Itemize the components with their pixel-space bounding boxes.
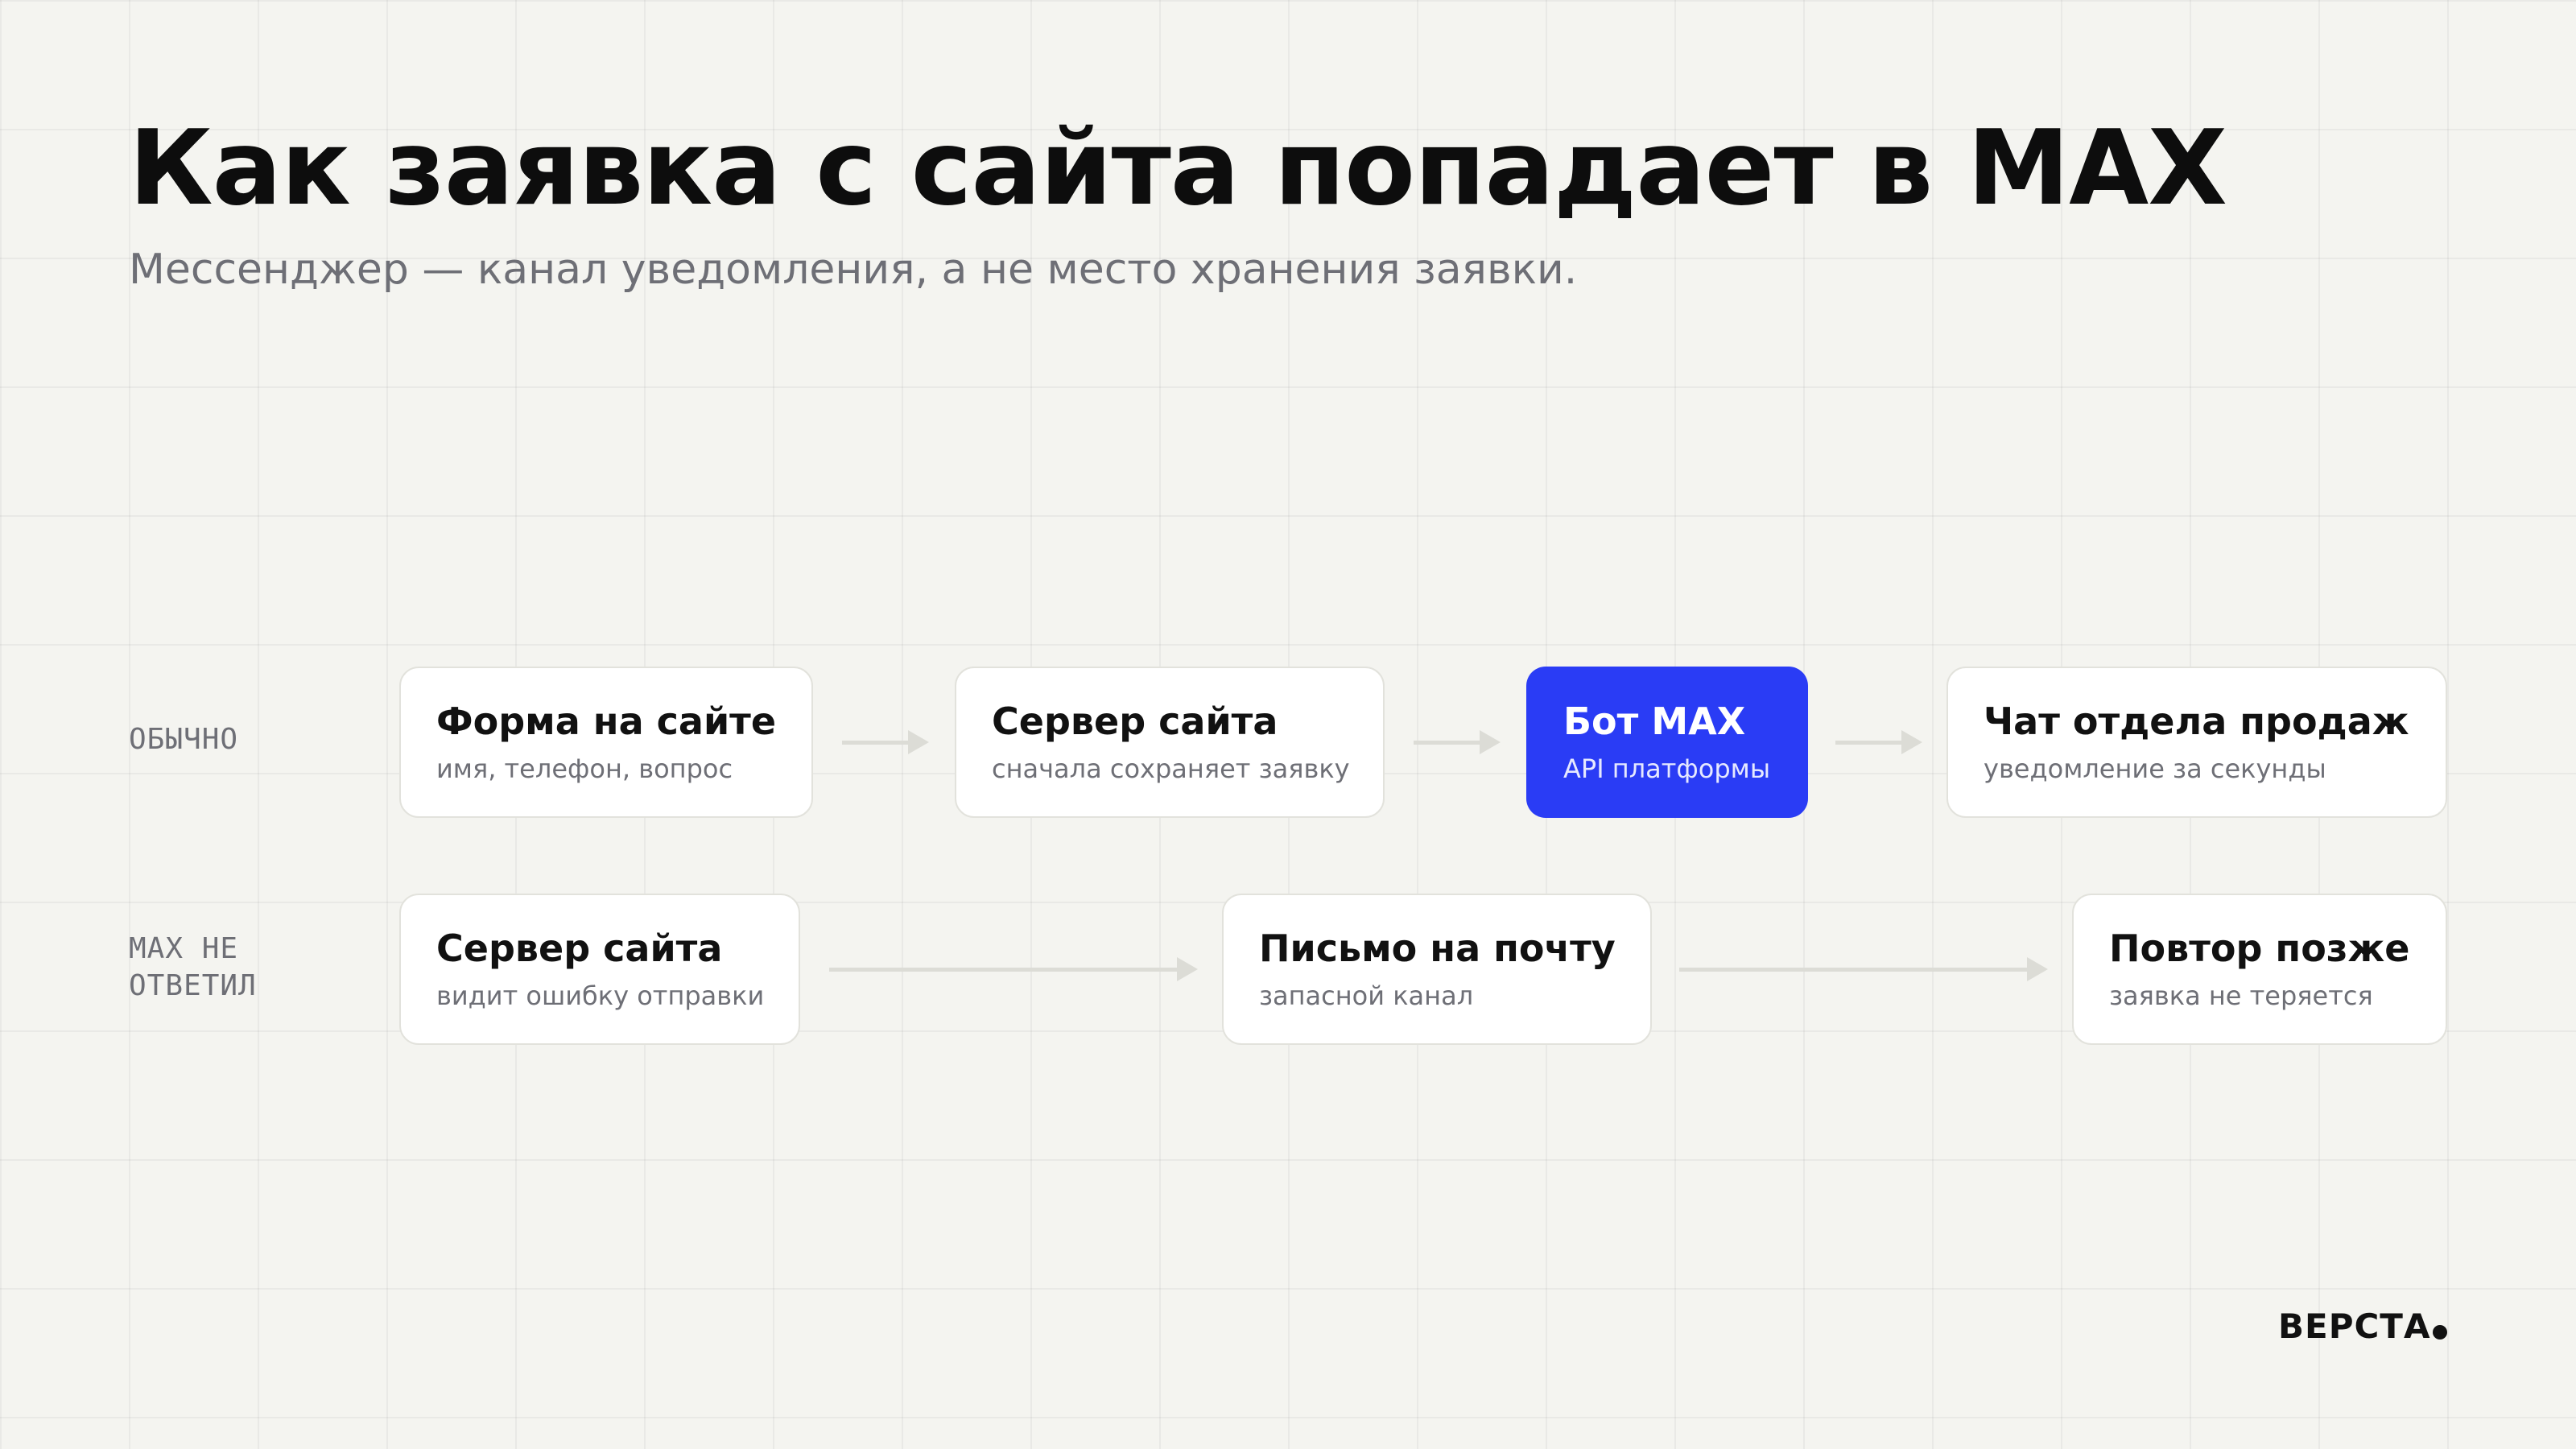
row-label-line: MAX НЕ bbox=[129, 932, 239, 965]
flow-node-sales-chat: Чат отдела продаж уведомление за секунды bbox=[1946, 667, 2447, 818]
page-subtitle: Мессенджер — канал уведомления, а не мес… bbox=[129, 246, 1578, 294]
node-title: Сервер сайта bbox=[436, 927, 723, 970]
node-subtitle: сначала сохраняет заявку bbox=[992, 753, 1350, 784]
flow-arrow bbox=[1835, 730, 1922, 754]
brand-dot-icon bbox=[2433, 1325, 2447, 1340]
flow-node-site-server: Сервер сайта сначала сохраняет заявку bbox=[955, 667, 1385, 818]
node-title: Письмо на почту bbox=[1259, 927, 1616, 970]
flow-node-site-server-error: Сервер сайта видит ошибку отправки bbox=[399, 894, 800, 1045]
node-title: Повтор позже bbox=[2109, 927, 2410, 970]
flow-arrow bbox=[829, 957, 1198, 981]
row-label-fallback: MAX НЕ ОТВЕТИЛ bbox=[129, 931, 257, 1005]
flow-arrow bbox=[1679, 957, 2048, 981]
node-subtitle: имя, телефон, вопрос bbox=[436, 753, 733, 784]
flow-arrow bbox=[1414, 730, 1501, 754]
node-title: Сервер сайта bbox=[992, 700, 1278, 743]
flow-arrow bbox=[842, 730, 929, 754]
node-title: Бот MAX bbox=[1563, 700, 1746, 743]
node-title: Чат отдела продаж bbox=[1984, 700, 2409, 743]
node-subtitle: заявка не теряется bbox=[2109, 980, 2373, 1011]
node-subtitle: API платформы bbox=[1563, 753, 1771, 784]
flow-node-retry: Повтор позже заявка не теряется bbox=[2072, 894, 2447, 1045]
node-subtitle: запасной канал bbox=[1259, 980, 1474, 1011]
page-title: Как заявка с сайта попадает в MAX bbox=[129, 109, 2227, 229]
node-subtitle: уведомление за секунды bbox=[1984, 753, 2326, 784]
row-label-line: ОТВЕТИЛ bbox=[129, 969, 257, 1002]
flow-node-site-form: Форма на сайте имя, телефон, вопрос bbox=[399, 667, 813, 818]
node-title: Форма на сайте bbox=[436, 700, 777, 743]
flow-node-email: Письмо на почту запасной канал bbox=[1222, 894, 1652, 1045]
node-subtitle: видит ошибку отправки bbox=[436, 980, 765, 1011]
flow-node-max-bot: Бот MAX API платформы bbox=[1526, 667, 1808, 818]
brand-logo-text: ВЕРСТА bbox=[2278, 1307, 2431, 1346]
row-label-normal: ОБЫЧНО bbox=[129, 723, 239, 756]
